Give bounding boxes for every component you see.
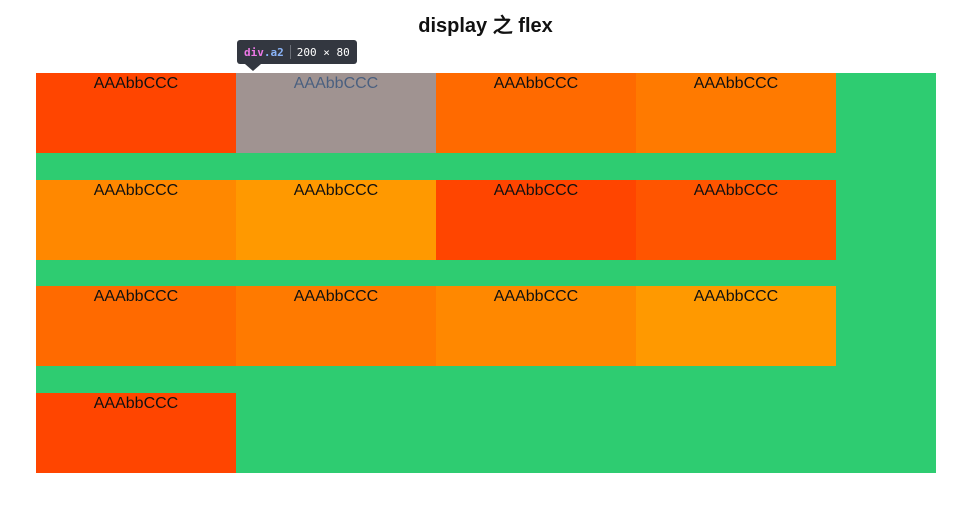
tooltip-class: .a2 [263, 45, 284, 59]
flex-item: AAAbbCCC [236, 73, 436, 153]
flex-item: AAAbbCCC [436, 73, 636, 153]
flex-item-label: AAAbbCCC [693, 288, 779, 306]
flex-item: AAAbbCCC [636, 286, 836, 367]
flex-item: AAAbbCCC [36, 73, 236, 153]
flex-item: AAAbbCCC [36, 286, 236, 367]
tooltip-divider [289, 45, 291, 59]
flex-item-label: AAAbbCCC [293, 288, 379, 306]
flex-item: AAAbbCCC [436, 179, 636, 260]
flex-item-label: AAAbbCCC [93, 394, 179, 412]
flex-item-label: AAAbbCCC [93, 181, 179, 199]
flex-item: AAAbbCCC [236, 286, 436, 367]
tooltip-arrow [245, 64, 261, 71]
flex-item-label: AAAbbCCC [93, 288, 179, 306]
inspector-tooltip: div.a2 200 × 80 [237, 40, 357, 64]
flex-item: AAAbbCCC [36, 392, 236, 473]
page-title: display 之 flex [418, 15, 553, 37]
flex-item: AAAbbCCC [636, 179, 836, 260]
flex-item-label: AAAbbCCC [693, 75, 779, 92]
flex-item-label: AAAbbCCC [493, 75, 579, 92]
flex-item: AAAbbCCC [36, 179, 236, 260]
flex-item-label: AAAbbCCC [293, 181, 379, 199]
tooltip-dimensions: 200 × 80 [296, 45, 350, 59]
flex-item: AAAbbCCC [636, 73, 836, 153]
flex-container: AAAbbCCC AAAbbCCC AAAbbCCC AAAbbCCC AAAbbCCC… [36, 73, 936, 473]
flex-item: AAAbbCCC [436, 286, 636, 367]
flex-item: AAAbbCCC [236, 179, 436, 260]
flex-item-label: AAAbbCCC [493, 288, 579, 306]
flex-item-label: AAAbbCCC [293, 75, 379, 92]
flex-item-label: AAAbbCCC [693, 181, 779, 199]
flex-item-label: AAAbbCCC [493, 181, 579, 199]
flex-item-label: AAAbbCCC [93, 75, 179, 92]
tooltip-tag: div [244, 45, 264, 59]
